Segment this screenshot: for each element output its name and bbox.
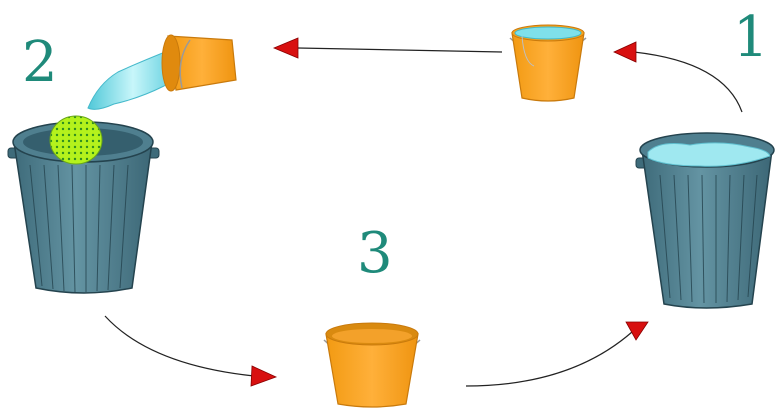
arrow-bottom-right — [465, 321, 649, 387]
bucket-pouring-icon — [87, 34, 237, 110]
trash-bin-full-icon — [635, 132, 775, 309]
water-surface-icon — [647, 142, 771, 167]
arrow-head-icon — [613, 41, 637, 63]
arrow-head-icon — [625, 321, 649, 341]
water-icon — [514, 26, 582, 40]
step-label-2: 2 — [22, 30, 58, 95]
arrow-head-icon — [250, 365, 278, 387]
step-label-3: 3 — [357, 221, 393, 286]
trash-bin-icon — [7, 115, 160, 294]
arrow-right-up — [613, 41, 743, 113]
step-label-1: 1 — [733, 5, 769, 70]
bucket-empty-icon — [323, 322, 421, 408]
arrow-head-icon — [272, 37, 299, 59]
sponge-icon — [49, 115, 103, 165]
arrow-bottom-left — [104, 315, 278, 387]
arrow-top — [272, 37, 503, 59]
bucket-full-icon — [509, 24, 587, 102]
